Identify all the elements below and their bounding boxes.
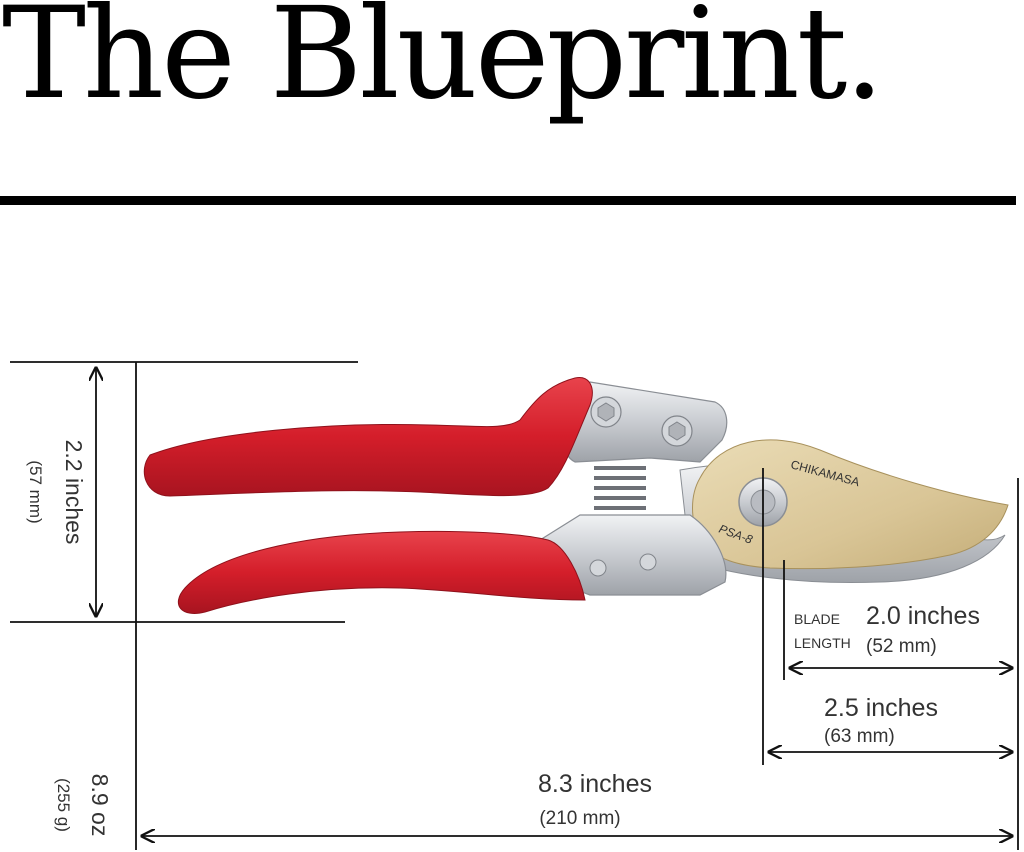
lower-rivet-2 <box>639 553 657 571</box>
spring <box>594 466 646 520</box>
upper-bolt-1-hex <box>597 402 615 422</box>
blade-length-secondary: (52 mm) <box>866 636 937 657</box>
lower-rivet-1 <box>589 559 607 577</box>
page-title: The Blueprint. <box>2 0 884 127</box>
jaw-length-secondary: (63 mm) <box>824 726 895 747</box>
blade-length-primary: 2.0 inches <box>866 602 980 630</box>
upper-bolt-2-hex <box>668 421 686 441</box>
masthead: The Blueprint. <box>0 0 1024 210</box>
overall-length-secondary: (210 mm) <box>539 808 620 829</box>
height-primary: 2.2 inches <box>61 440 87 545</box>
overall-length-primary: 8.3 inches <box>538 770 652 798</box>
weight-secondary: (255 g) <box>54 778 73 832</box>
blade-length-label-line2: LENGTH <box>794 635 851 651</box>
pruner-illustration: CHIKAMASA PSA-8 <box>143 377 1009 614</box>
blade-length-label-line1: BLADE <box>794 611 840 627</box>
jaw-length-primary: 2.5 inches <box>824 694 938 722</box>
height-secondary: (57 mm) <box>26 460 45 523</box>
upper-handle <box>143 377 593 497</box>
weight-primary: 8.9 oz <box>87 774 113 837</box>
lower-handle <box>177 530 586 614</box>
dimension-lines <box>10 361 1019 850</box>
height-label: 2.2 inches (57 mm) <box>26 440 87 545</box>
title-divider <box>0 196 1016 205</box>
weight-label: 8.9 oz (255 g) <box>54 774 113 837</box>
